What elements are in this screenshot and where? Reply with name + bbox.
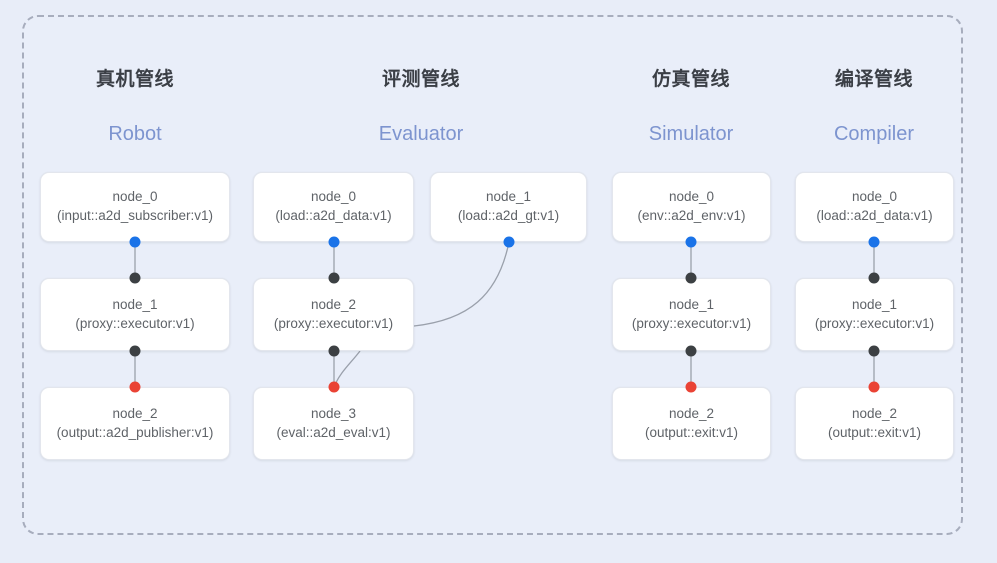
input-port-dot-robot-2[interactable] — [129, 345, 141, 357]
output-port-dot-evaluator-0[interactable] — [328, 236, 340, 248]
column-title-cn-simulator: 仿真管线 — [651, 69, 731, 90]
node-type-label: (load::a2d_data:v1) — [275, 208, 392, 223]
node-box-evaluator-node_2[interactable]: node_2(proxy::executor:v1) — [253, 278, 414, 351]
node-name-label: node_1 — [112, 296, 158, 312]
input-port-dot-robot-1[interactable] — [129, 272, 141, 284]
node-box-compiler-node_1[interactable]: node_1(proxy::executor:v1) — [795, 278, 954, 351]
node-box-simulator-node_0[interactable]: node_0(env::a2d_env:v1) — [612, 172, 771, 242]
node-type-label: (proxy::executor:v1) — [631, 315, 752, 331]
node-name-label: node_2 — [112, 405, 158, 421]
node-box-evaluator-node_3[interactable]: node_3(eval::a2d_eval:v1) — [253, 387, 414, 460]
output-port-dot-simulator-0[interactable] — [685, 236, 697, 248]
node-box-evaluator-node_1[interactable]: node_1(load::a2d_gt:v1) — [430, 172, 587, 242]
column-title-en-robot: Robot — [108, 123, 162, 145]
output-port-dot-compiler-0[interactable] — [868, 236, 880, 248]
input-port-dot-simulator-1[interactable] — [685, 272, 697, 284]
output-port-dot-robot-0[interactable] — [129, 236, 141, 248]
node-box-robot-node_0[interactable]: node_0(input::a2d_subscriber:v1) — [40, 172, 230, 242]
node-type-label: (output::exit:v1) — [644, 424, 739, 440]
node-name-label: node_0 — [112, 189, 158, 205]
node-name-label: node_0 — [851, 189, 898, 205]
node-name-label: node_1 — [851, 296, 898, 312]
node-box-evaluator-node_0[interactable]: node_0(load::a2d_data:v1) — [253, 172, 414, 242]
node-name-label: node_2 — [668, 405, 715, 421]
column-title-cn-robot: 真机管线 — [95, 69, 175, 90]
node-name-label: node_1 — [668, 296, 715, 312]
node-type-label: (env::a2d_env:v1) — [637, 208, 746, 223]
node-type-label: (output::exit:v1) — [827, 424, 922, 440]
node-box-simulator-node_2[interactable]: node_2(output::exit:v1) — [612, 387, 771, 460]
node-box-robot-node_1[interactable]: node_1(proxy::executor:v1) — [40, 278, 230, 351]
node-box-compiler-node_2[interactable]: node_2(output::exit:v1) — [795, 387, 954, 460]
node-type-label: (input::a2d_subscriber:v1) — [56, 208, 214, 223]
input-port-dot-compiler-2[interactable] — [868, 345, 880, 357]
input-port-dot-simulator-2[interactable] — [685, 345, 697, 357]
node-type-label: (output::a2d_publisher:v1) — [56, 424, 214, 440]
node-box-robot-node_2[interactable]: node_2(output::a2d_publisher:v1) — [40, 387, 230, 460]
node-box-simulator-node_1[interactable]: node_1(proxy::executor:v1) — [612, 278, 771, 351]
node-type-label: (proxy::executor:v1) — [273, 315, 394, 331]
node-name-label: node_0 — [668, 189, 715, 205]
column-title-en-compiler: Compiler — [833, 123, 915, 145]
terminal-port-dot-compiler-3[interactable] — [868, 381, 880, 393]
node-type-label: (eval::a2d_eval:v1) — [276, 424, 391, 440]
column-title-en-evaluator: Evaluator — [378, 123, 464, 145]
terminal-port-dot-evaluator-4[interactable] — [328, 381, 340, 393]
node-name-label: node_1 — [485, 189, 532, 205]
node-type-label: (load::a2d_data:v1) — [816, 208, 933, 223]
input-port-dot-evaluator-2[interactable] — [328, 272, 340, 284]
node-type-label: (proxy::executor:v1) — [814, 315, 935, 331]
column-title-en-simulator: Simulator — [648, 123, 734, 145]
node-type-label: (proxy::executor:v1) — [75, 315, 195, 331]
column-title-cn-compiler: 编译管线 — [834, 69, 914, 90]
input-port-dot-evaluator-3[interactable] — [328, 345, 340, 357]
input-port-dot-compiler-1[interactable] — [868, 272, 880, 284]
node-name-label: node_0 — [310, 189, 357, 205]
node-box-compiler-node_0[interactable]: node_0(load::a2d_data:v1) — [795, 172, 954, 242]
column-title-cn-evaluator: 评测管线 — [381, 69, 461, 90]
output-port-dot-evaluator-1[interactable] — [503, 236, 515, 248]
terminal-port-dot-simulator-3[interactable] — [685, 381, 697, 393]
node-name-label: node_2 — [310, 296, 357, 312]
node-type-label: (load::a2d_gt:v1) — [457, 208, 560, 223]
terminal-port-dot-robot-3[interactable] — [129, 381, 141, 393]
node-name-label: node_3 — [310, 405, 357, 421]
node-name-label: node_2 — [851, 405, 898, 421]
